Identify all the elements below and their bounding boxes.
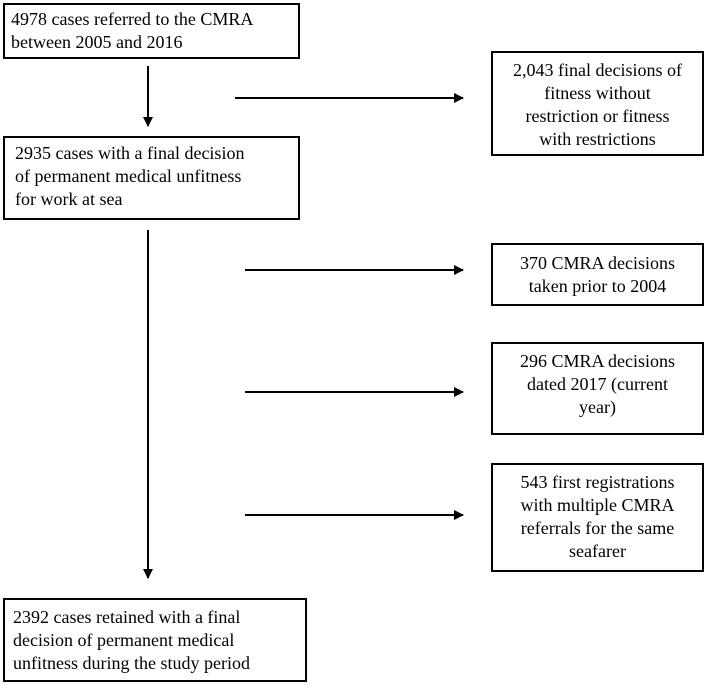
multiple-referrals-text: 543 first registrations with multiple CM… bbox=[520, 472, 675, 561]
start-cases-text: 4978 cases referred to the CMRA between … bbox=[11, 9, 254, 52]
current-year-decisions-box: 296 CMRA decisions dated 2017 (current y… bbox=[491, 342, 704, 435]
fitness-decisions-text: 2,043 final decisions of fitness without… bbox=[513, 60, 682, 149]
retained-cases-text: 2392 cases retained with a final decisio… bbox=[13, 607, 250, 673]
unfitness-cases-box: 2935 cases with a final decision of perm… bbox=[3, 136, 300, 220]
multiple-referrals-box: 543 first registrations with multiple CM… bbox=[491, 463, 704, 572]
prior-decisions-box: 370 CMRA decisions taken prior to 2004 bbox=[491, 243, 704, 306]
unfitness-cases-text: 2935 cases with a final decision of perm… bbox=[15, 143, 245, 209]
start-cases-box: 4978 cases referred to the CMRA between … bbox=[3, 3, 300, 59]
prior-decisions-text: 370 CMRA decisions taken prior to 2004 bbox=[519, 253, 675, 296]
retained-cases-box: 2392 cases retained with a final decisio… bbox=[3, 598, 307, 682]
fitness-decisions-box: 2,043 final decisions of fitness without… bbox=[491, 51, 704, 156]
current-year-decisions-text: 296 CMRA decisions dated 2017 (current y… bbox=[519, 351, 675, 417]
